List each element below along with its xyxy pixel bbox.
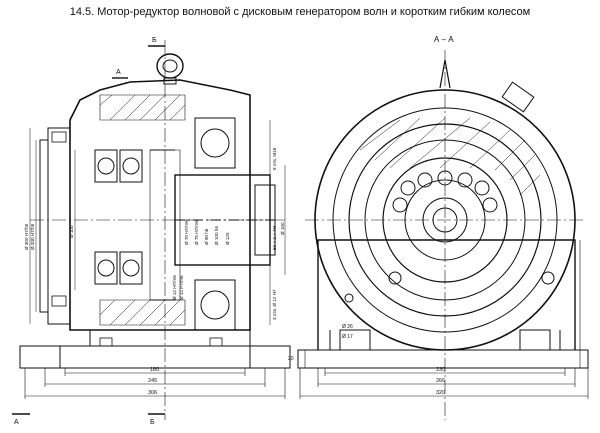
right-base-plate [297,349,589,369]
section-mark-a-bottom: А [14,419,19,426]
left-dim-mid: 245 [148,378,157,384]
left-support-foot [89,329,251,347]
right-dimension-lines [299,240,589,399]
dim-d100h6: Ø 100 h6 [214,226,219,245]
right-dim-mid: 266 [436,378,445,384]
left-motor-flange [47,127,71,325]
right-dim-outer: 320 [436,390,445,396]
dim-3-holes: 3 отв. Ø 12 H7 [272,289,277,320]
lifting-eye [156,53,184,85]
right-dim-h20: 20 [288,356,294,362]
dim-d12p7: Ø 12 P7/m6 [179,275,184,300]
left-dim-outer: 306 [148,390,157,396]
drawing-title: 14.5. Мотор-редуктор волновой с дисковым… [69,6,531,18]
dim-d12h7: Ø 12 H7/m6 [172,275,177,300]
dim-d75: Ø 75 H7/m6 [194,220,199,245]
left-bearings [94,117,236,331]
left-dim-inner: 180 [150,367,159,373]
right-hatching [359,117,541,196]
right-dim-d26: Ø 26 [342,324,353,330]
right-dim-inner: 230 [436,367,445,373]
section-mark-a-top: А [116,69,121,76]
dim-8-holes: 8 отв. М16 [272,147,277,170]
left-housing [69,79,251,331]
section-mark-b-top: Б [152,37,157,44]
terminal-box [501,81,535,113]
dim-d300: Ø 300 H7/h8 [24,224,29,250]
right-section-view [297,50,589,420]
section-mark-b-bottom: Б [150,419,155,426]
right-housing-lower [317,239,576,350]
right-dim-d17: Ø 17 [342,334,353,340]
dim-d70: Ø 70 H7/m6 [184,220,189,245]
right-lifting-lug [439,59,451,89]
section-view-label: А – А [434,35,454,44]
dim-d90: Ø 90 h6 [204,228,209,245]
dim-d100-left: Ø 100 [69,225,74,238]
left-dimension-lines [24,368,286,399]
left-section-view [12,40,291,420]
dim-d125: Ø 125 [225,232,230,245]
roller-holes [392,170,498,213]
dim-spline: 50 × 2 × 7H [272,226,277,250]
dim-d330: Ø 330 H7/h8 [30,224,35,250]
dim-d100-right: Ø 100 [280,222,285,235]
